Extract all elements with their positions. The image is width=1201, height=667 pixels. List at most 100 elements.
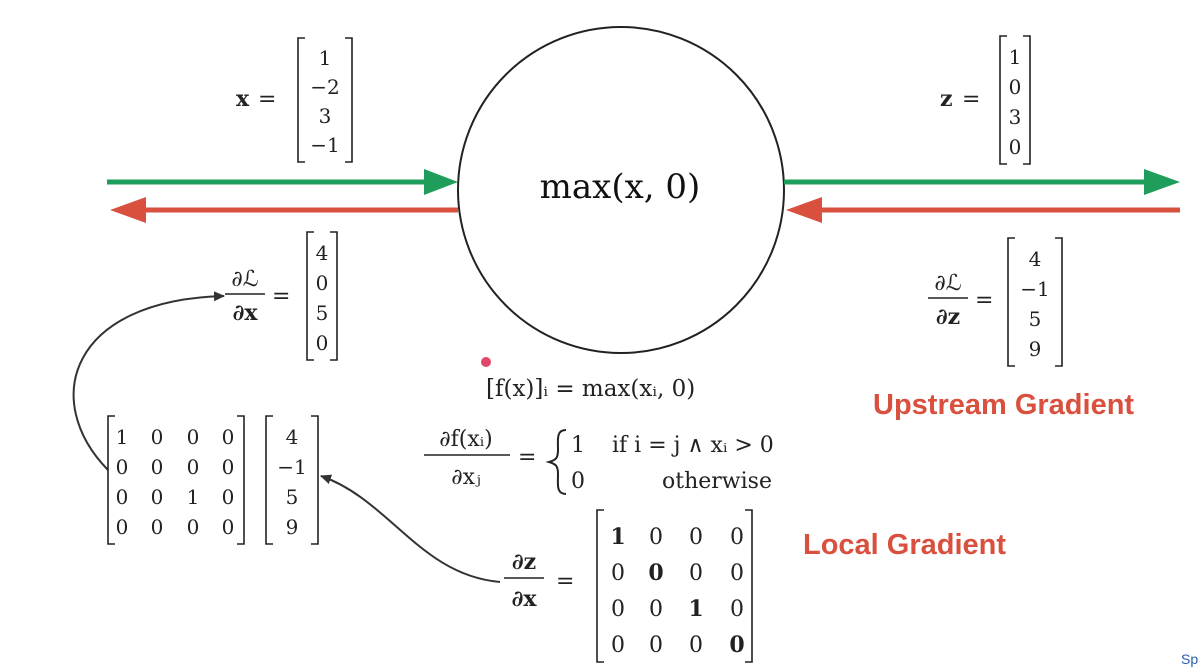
left-bracket xyxy=(265,415,273,545)
corner-text: Sp xyxy=(1181,651,1198,667)
vector-entry: 9 xyxy=(286,515,299,539)
matrix-entry: 0 xyxy=(611,561,625,586)
local-numerator: ∂z xyxy=(512,549,536,575)
vector-entry: 0 xyxy=(1009,135,1022,159)
right-bracket xyxy=(330,231,338,361)
case1-value: 1 xyxy=(571,433,585,458)
vector-entry: −2 xyxy=(310,75,339,99)
node-label: max(x, 0) xyxy=(540,167,701,207)
downstream-denominator: ∂x xyxy=(233,300,259,326)
right-bracket xyxy=(237,415,245,545)
downstream-equals: = xyxy=(272,284,290,309)
input-symbol: x xyxy=(236,86,250,112)
left-bracket xyxy=(999,35,1007,165)
right-bracket xyxy=(1055,237,1063,367)
upstream-vector: 4−159 xyxy=(1007,237,1063,367)
local-denominator: ∂x xyxy=(512,586,538,612)
input-vector: 1−23−1 xyxy=(297,37,353,163)
local-gradient-heading: Local Gradient xyxy=(803,529,1006,561)
matrix-entry: 0 xyxy=(151,515,164,539)
left-bracket xyxy=(306,231,314,361)
matrix-entry: 0 xyxy=(648,560,663,586)
vector-entry: 0 xyxy=(316,271,329,295)
output-symbol: z xyxy=(940,86,953,112)
left-bracket xyxy=(596,509,604,663)
right-bracket xyxy=(345,37,353,163)
matrix-entry: 1 xyxy=(116,425,129,449)
local-equals: = xyxy=(556,569,574,594)
forward-arrow-left xyxy=(107,169,458,195)
matrix-entry: 0 xyxy=(187,425,200,449)
derivative-denominator: ∂xⱼ xyxy=(451,465,481,490)
matrix-entry: 0 xyxy=(689,561,703,586)
matrix-entry: 0 xyxy=(116,515,129,539)
vector-entry: 4 xyxy=(316,241,329,265)
matrix-entry: 0 xyxy=(116,455,129,479)
vector-entry: 5 xyxy=(316,301,329,325)
vector-entry: −1 xyxy=(277,455,306,479)
vector-entry: 3 xyxy=(1009,105,1022,129)
matrix-entry: 0 xyxy=(649,525,663,550)
right-bracket xyxy=(1023,35,1031,165)
case1-condition: if i = j ∧ xᵢ > 0 xyxy=(612,433,774,458)
vector-entry: 0 xyxy=(316,331,329,355)
curved-arrow-local-to-vector xyxy=(320,474,501,583)
definition-lhs: [f(x)]ᵢ = max(xᵢ, 0) xyxy=(486,376,695,402)
upstream-equals: = xyxy=(975,288,993,313)
right-bracket xyxy=(745,509,753,663)
vector-entry: 4 xyxy=(286,425,299,449)
matrix-entry: 0 xyxy=(649,633,663,658)
left-bracket xyxy=(297,37,305,163)
matrix-entry: 1 xyxy=(688,596,703,622)
forward-arrow-right xyxy=(784,169,1180,195)
derivative-numerator: ∂f(xᵢ) xyxy=(439,427,493,452)
matrix-entry: 0 xyxy=(222,425,235,449)
output-equals: = xyxy=(962,87,980,112)
vector-entry: 1 xyxy=(1009,45,1022,69)
left-bracket xyxy=(107,415,115,545)
upstream-gradient-heading: Upstream Gradient xyxy=(873,389,1134,421)
product-vector: 4 −1 5 9 xyxy=(265,415,319,545)
vector-entry: 1 xyxy=(319,46,332,70)
matrix-entry: 0 xyxy=(151,485,164,509)
backward-arrow-left xyxy=(110,197,458,223)
matrix-entry: 0 xyxy=(649,597,663,622)
output-vector: 1 0 3 0 xyxy=(999,35,1031,165)
node-circle xyxy=(457,26,785,354)
left-bracket xyxy=(1007,237,1015,367)
downstream-vector: 4 0 5 0 xyxy=(306,231,338,361)
input-equals: = xyxy=(258,87,276,112)
matrix-entry: 0 xyxy=(116,485,129,509)
matrix-entry: 0 xyxy=(187,455,200,479)
matrix-entry: 0 xyxy=(611,633,625,658)
vector-entry: −1 xyxy=(1020,277,1049,301)
matrix-entry: 1 xyxy=(610,524,625,550)
downstream-numerator: ∂ℒ xyxy=(231,267,258,292)
pointer-dot xyxy=(481,357,491,367)
matrix-entry: 0 xyxy=(730,597,744,622)
matrix-entry: 0 xyxy=(689,525,703,550)
derivative-equals: = xyxy=(518,445,536,470)
matrix-entry: 0 xyxy=(222,455,235,479)
cases-brace xyxy=(545,429,567,495)
vector-entry: 5 xyxy=(286,485,299,509)
matrix-entry: 0 xyxy=(730,561,744,586)
case2-value: 0 xyxy=(571,469,585,494)
upstream-numerator: ∂ℒ xyxy=(934,271,961,296)
matrix-entry: 0 xyxy=(689,633,703,658)
right-bracket xyxy=(311,415,319,545)
curved-arrow-product-to-gradient xyxy=(72,291,225,471)
matrix-entry: 0 xyxy=(729,632,744,658)
case2-condition: otherwise xyxy=(662,469,772,494)
vector-entry: 9 xyxy=(1029,337,1042,361)
vector-entry: −1 xyxy=(310,133,339,157)
matrix-entry: 0 xyxy=(151,455,164,479)
matrix-entry: 0 xyxy=(730,525,744,550)
matrix-entry: 0 xyxy=(222,485,235,509)
upstream-denominator: ∂z xyxy=(936,304,960,330)
matrix-entry: 0 xyxy=(151,425,164,449)
vector-entry: 0 xyxy=(1009,75,1022,99)
